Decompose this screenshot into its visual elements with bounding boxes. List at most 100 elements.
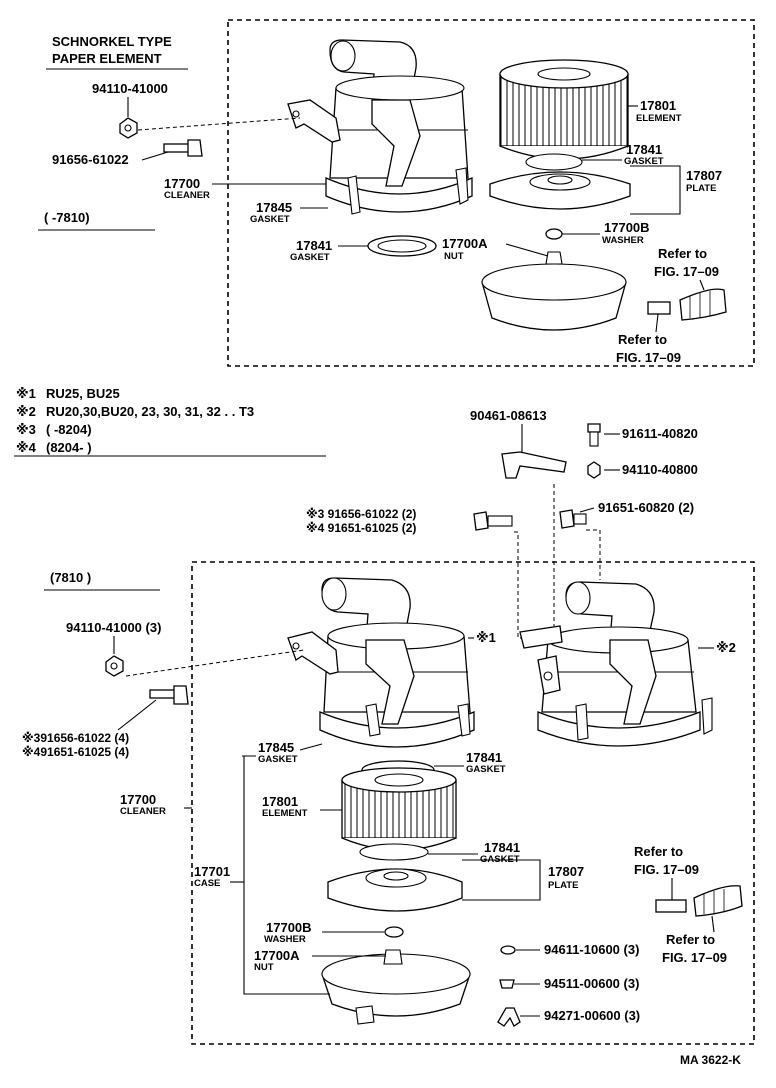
label-cleaner-b: CLEANER bbox=[120, 806, 166, 817]
top-washer-17700B bbox=[545, 228, 563, 240]
label-cleaner: CLEANER bbox=[164, 190, 210, 201]
note-1-text: RU25, BU25 bbox=[46, 386, 120, 401]
label-nut-b: NUT bbox=[254, 962, 274, 973]
label-refer-d1: Refer to bbox=[666, 932, 715, 947]
label-94110-41000-3: 94110-41000 (3) bbox=[66, 620, 161, 635]
label-refer-b2: FIG. 17–09 bbox=[616, 350, 681, 365]
label-17700B-b: 17700B bbox=[266, 920, 312, 935]
bottom-element-17801 bbox=[341, 760, 457, 851]
label-17700: 17700 bbox=[164, 176, 200, 191]
label-91656-61022: 91656-61022 bbox=[52, 152, 129, 167]
label-94271: 94271-00600 (3) bbox=[544, 1008, 640, 1023]
label-91611-40820: 91611-40820 bbox=[622, 426, 698, 441]
mid-dash-3 bbox=[586, 529, 601, 580]
label-17841-d: 17841 bbox=[484, 840, 520, 855]
label-94110-40800: 94110-40800 bbox=[622, 462, 698, 477]
label-17700A-b: 17700A bbox=[254, 948, 300, 963]
label-17841-a: 17841 bbox=[296, 238, 332, 253]
header-title-line1: SCHNORKEL TYPE bbox=[52, 34, 172, 49]
label-17701: 17701 bbox=[194, 864, 230, 879]
label-plate: PLATE bbox=[686, 183, 716, 194]
top-nut-94110 bbox=[119, 117, 138, 139]
label-17841-b: 17841 bbox=[626, 142, 662, 157]
label-17845-b: 17845 bbox=[258, 740, 294, 755]
label-17841-a-gasket: GASKET bbox=[290, 252, 330, 263]
mid-dash-1 bbox=[514, 531, 528, 639]
top-element-17801 bbox=[499, 59, 629, 160]
label-17845-b-gasket: GASKET bbox=[258, 754, 298, 765]
label-17845-gasket: GASKET bbox=[250, 214, 290, 225]
label-case: CASE bbox=[194, 878, 220, 889]
footer-code: MA 3622-K bbox=[680, 1053, 741, 1067]
bottom-refer-parts bbox=[655, 885, 743, 917]
top-cleaner-assembly bbox=[287, 39, 473, 215]
label-s4-91651-4: ※491651-61025 (4) bbox=[22, 745, 129, 759]
label-mark-2: ※2 bbox=[716, 640, 736, 655]
notes-block: ※1 RU25, BU25 ※2 RU20,30,BU20, 23, 30, 3… bbox=[14, 386, 326, 457]
top-bolt-91656 bbox=[163, 139, 203, 157]
label-refer-a1: Refer to bbox=[658, 246, 707, 261]
note-3-text: ( -8204) bbox=[46, 422, 92, 437]
label-plate-b: PLATE bbox=[548, 880, 578, 891]
label-90461-08613: 90461-08613 bbox=[470, 408, 547, 423]
mid-bolt-91651-60820 bbox=[559, 509, 587, 529]
label-17801: 17801 bbox=[640, 98, 676, 113]
label-refer-d2: FIG. 17–09 bbox=[662, 950, 727, 965]
mid-nut-94110-40800 bbox=[587, 461, 601, 479]
bottom-leader-dashed bbox=[125, 649, 305, 677]
label-element-b: ELEMENT bbox=[262, 808, 308, 819]
label-refer-c1: Refer to bbox=[634, 844, 683, 859]
label-17841-c-gasket: GASKET bbox=[466, 764, 506, 775]
label-17700B: 17700B bbox=[604, 220, 650, 235]
mid-labels: 90461-08613 91611-40820 94110-40800 ※3 9… bbox=[306, 408, 698, 535]
header-title-line2: PAPER ELEMENT bbox=[52, 51, 162, 66]
note-2-text: RU20,30,BU20, 23, 30, 31, 32 . . T3 bbox=[46, 404, 254, 419]
bottom-cleaner-assembly bbox=[287, 577, 475, 748]
bottom-gasket-17841c bbox=[359, 843, 429, 861]
label-91651-60820: 91651-60820 (2) bbox=[598, 500, 694, 515]
top-leader-dashed bbox=[137, 117, 301, 131]
label-washer-b: WASHER bbox=[264, 934, 306, 945]
label-17841-c: 17841 bbox=[466, 750, 502, 765]
top-plate-17807 bbox=[489, 153, 631, 210]
label-washer: WASHER bbox=[602, 235, 644, 246]
mid-bolt-91611 bbox=[587, 423, 601, 447]
note-1-mark: ※1 bbox=[16, 386, 36, 401]
note-2-mark: ※2 bbox=[16, 404, 36, 419]
bottom-labels: 94110-41000 (3) ※391656-61022 (4) ※49165… bbox=[22, 620, 736, 1023]
label-17807: 17807 bbox=[686, 168, 722, 183]
label-17841-b-gasket: GASKET bbox=[624, 156, 664, 167]
small-part-94271 bbox=[497, 1007, 521, 1027]
note-4-text: (8204- ) bbox=[46, 440, 92, 455]
label-17700-b: 17700 bbox=[120, 792, 156, 807]
mid-bolt-s3s4 bbox=[473, 511, 513, 531]
range-bottom: (7810 ) bbox=[50, 570, 91, 585]
bottom-plate-17807 bbox=[327, 868, 463, 912]
bottom-bolt bbox=[149, 685, 189, 705]
label-mark-1: ※1 bbox=[476, 630, 496, 645]
bottom-group-frame bbox=[191, 561, 755, 1045]
note-4-mark: ※4 bbox=[16, 440, 37, 455]
label-94511: 94511-00600 (3) bbox=[544, 976, 639, 991]
label-94611: 94611-10600 (3) bbox=[544, 942, 639, 957]
bottom-cleaner-variant-2 bbox=[519, 581, 713, 747]
label-17807-b: 17807 bbox=[548, 864, 584, 879]
label-17801-b: 17801 bbox=[262, 794, 298, 809]
mid-bracket-90461 bbox=[501, 451, 567, 479]
top-group-frame bbox=[227, 19, 755, 367]
top-gasket-17841 bbox=[367, 235, 437, 257]
label-refer-a2: FIG. 17–09 bbox=[654, 264, 719, 279]
label-element: ELEMENT bbox=[636, 113, 682, 124]
small-part-94611 bbox=[500, 945, 516, 955]
bottom-nut-94110 bbox=[105, 655, 124, 677]
small-part-94511 bbox=[499, 979, 515, 989]
top-refer-parts bbox=[647, 288, 727, 321]
note-3-mark: ※3 bbox=[16, 422, 36, 437]
bottom-washer-17700B bbox=[384, 926, 404, 938]
label-s3-91656: ※3 91656-61022 (2) bbox=[306, 507, 416, 521]
label-refer-b1: Refer to bbox=[618, 332, 667, 347]
bottom-cap-17700A bbox=[321, 949, 471, 1025]
top-labels: 94110-41000 91656-61022 17700 CLEANER 17… bbox=[52, 81, 722, 365]
label-refer-c2: FIG. 17–09 bbox=[634, 862, 699, 877]
